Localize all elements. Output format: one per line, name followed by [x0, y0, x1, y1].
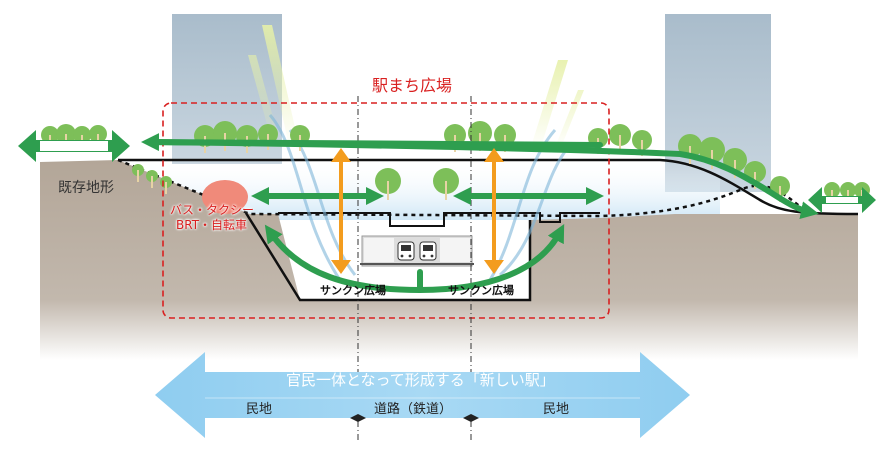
excavation-outline	[244, 212, 532, 302]
banner-label: 官民一体となって形成する「新しい駅」	[286, 371, 555, 389]
plaza-label: 駅まち広場	[372, 76, 453, 95]
sunken-plaza-left-label: サンクン広場	[320, 284, 386, 297]
bus-taxi-label: バス・タクシー	[170, 203, 255, 217]
trees	[41, 121, 870, 204]
sunken-plaza-right-label: サンクン広場	[448, 284, 514, 297]
tree-trunk	[165, 182, 167, 194]
bus-taxi-marker	[202, 180, 248, 214]
train-icon	[397, 241, 415, 261]
ground	[40, 160, 858, 360]
zone-private-left-label: 民地	[246, 402, 273, 417]
tree-trunk	[387, 181, 389, 200]
vertical-circulation	[331, 148, 504, 274]
tree-trunk	[151, 176, 153, 188]
banner-arrow	[155, 352, 690, 438]
zone-road-label: 道路（鉄道）	[374, 402, 453, 417]
green-pathways	[141, 133, 819, 294]
existing-terrain-label: 既存地形	[58, 180, 114, 196]
tree-trunk	[779, 186, 781, 202]
tree-trunk	[641, 140, 643, 156]
zone-ticks	[350, 414, 479, 422]
tree-trunk	[619, 135, 621, 152]
tree-trunk	[137, 170, 139, 182]
tree-trunk	[445, 181, 447, 200]
train-icon	[419, 241, 437, 261]
brt-bicycle-label: BRT・自転車	[176, 218, 248, 232]
plaza-boundary	[162, 102, 610, 319]
zone-private-right-label: 民地	[543, 402, 570, 417]
side-arrows	[18, 130, 876, 213]
terrain-dotted-line	[117, 158, 811, 218]
